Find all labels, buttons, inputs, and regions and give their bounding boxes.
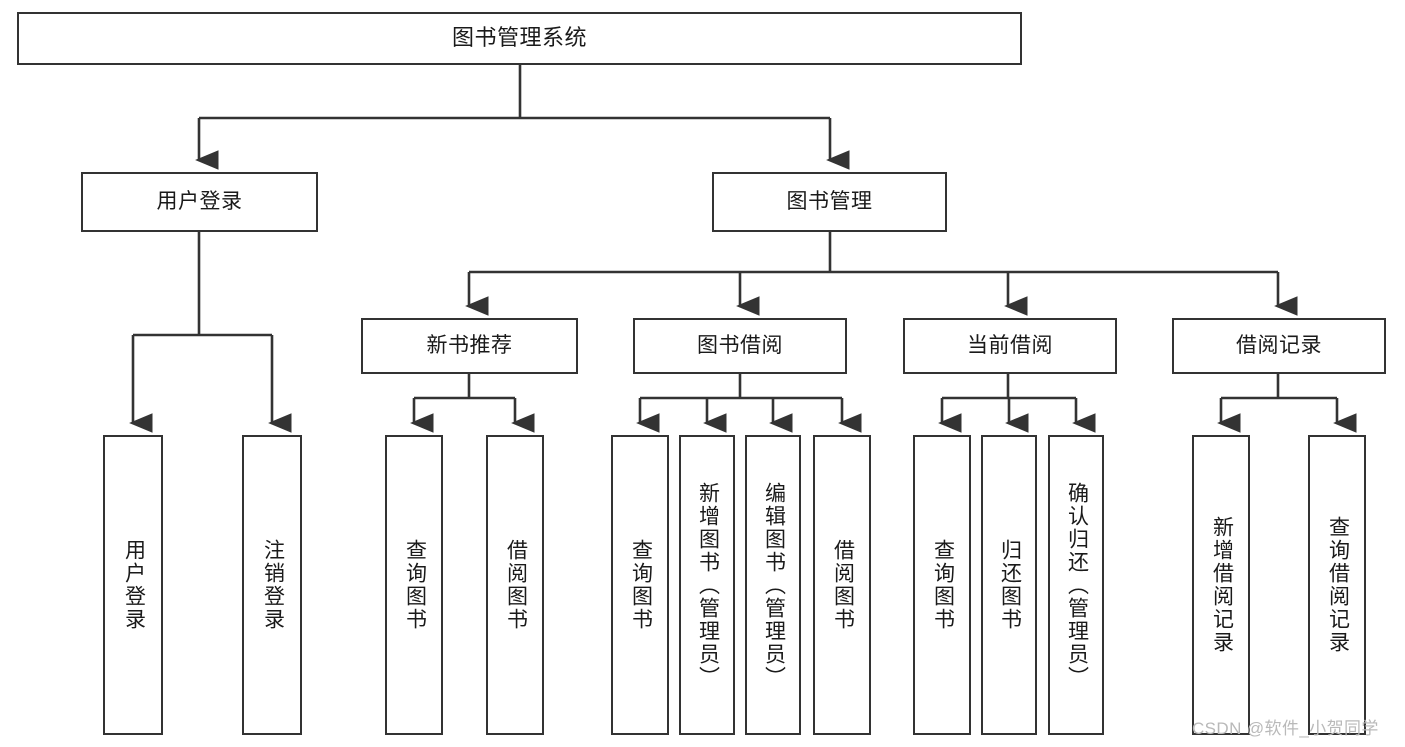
node-label: 借阅图书 xyxy=(504,539,528,631)
node-label: 查询借阅记录 xyxy=(1326,516,1350,654)
node-label: 新书推荐 xyxy=(426,333,513,357)
node-label: 查询图书 xyxy=(629,539,653,631)
node-current-borrow[interactable]: 当前借阅 xyxy=(903,318,1117,374)
node-new-book-recommend[interactable]: 新书推荐 xyxy=(361,318,578,374)
node-label: 查询图书 xyxy=(403,539,427,631)
node-label: 查询图书 xyxy=(931,539,955,631)
node-leaf-user-login[interactable]: 用户登录 xyxy=(103,435,163,735)
node-leaf-query-book-current[interactable]: 查询图书 xyxy=(913,435,971,735)
node-label: 新增借阅记录 xyxy=(1210,516,1234,654)
node-label: 当前借阅 xyxy=(967,333,1053,357)
node-label: 借阅图书 xyxy=(831,539,855,631)
node-user-login[interactable]: 用户登录 xyxy=(81,172,318,232)
node-borrow-record[interactable]: 借阅记录 xyxy=(1172,318,1386,374)
node-label: 借阅记录 xyxy=(1236,333,1322,357)
node-leaf-return-book[interactable]: 归还图书 xyxy=(981,435,1037,735)
node-leaf-query-book-borrow[interactable]: 查询图书 xyxy=(611,435,669,735)
node-book-borrow[interactable]: 图书借阅 xyxy=(633,318,847,374)
node-leaf-edit-book-admin[interactable]: 编辑图书（管理员） xyxy=(745,435,801,735)
node-root-book-management-system[interactable]: 图书管理系统 xyxy=(17,12,1022,65)
node-leaf-query-book-recommend[interactable]: 查询图书 xyxy=(385,435,443,735)
node-leaf-borrow-book-borrow[interactable]: 借阅图书 xyxy=(813,435,871,735)
node-label: 注销登录 xyxy=(261,539,285,631)
node-label: 用户登录 xyxy=(156,189,243,213)
node-label: 编辑图书（管理员） xyxy=(762,481,786,689)
node-leaf-add-borrow-record[interactable]: 新增借阅记录 xyxy=(1192,435,1250,735)
node-label: 确认归还（管理员） xyxy=(1065,481,1089,689)
node-label: 新增图书（管理员） xyxy=(696,481,720,689)
node-leaf-borrow-book-recommend[interactable]: 借阅图书 xyxy=(486,435,544,735)
csdn-watermark: CSDN @软件_小贺同学 xyxy=(1192,719,1379,738)
node-leaf-query-borrow-record[interactable]: 查询借阅记录 xyxy=(1308,435,1366,735)
node-label: 归还图书 xyxy=(998,539,1022,631)
node-leaf-confirm-return-admin[interactable]: 确认归还（管理员） xyxy=(1048,435,1104,735)
node-label: 图书借阅 xyxy=(697,333,783,357)
node-leaf-add-book-admin[interactable]: 新增图书（管理员） xyxy=(679,435,735,735)
node-label: 图书管理 xyxy=(786,189,873,213)
node-label: 图书管理系统 xyxy=(451,25,587,51)
node-leaf-logout-login[interactable]: 注销登录 xyxy=(242,435,302,735)
node-book-manage[interactable]: 图书管理 xyxy=(712,172,947,232)
node-label: 用户登录 xyxy=(122,539,146,631)
